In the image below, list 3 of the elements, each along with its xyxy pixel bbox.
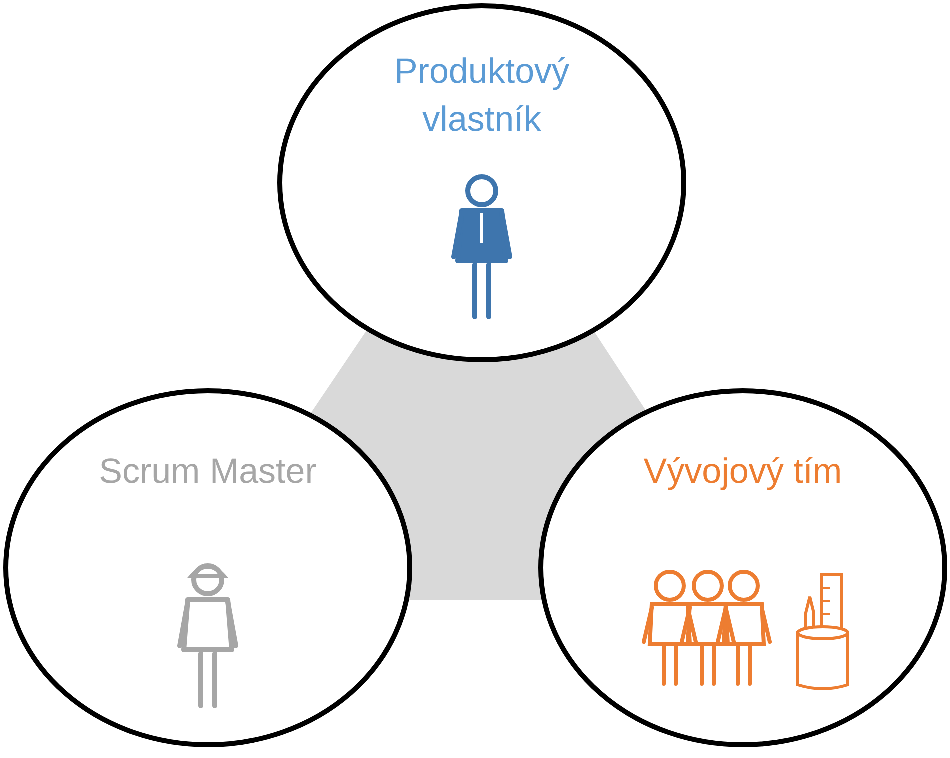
role-title: Produktový vlastník [393, 51, 571, 141]
role-title: Vývojový tím [642, 451, 844, 493]
role-title: Scrum Master [98, 451, 318, 493]
